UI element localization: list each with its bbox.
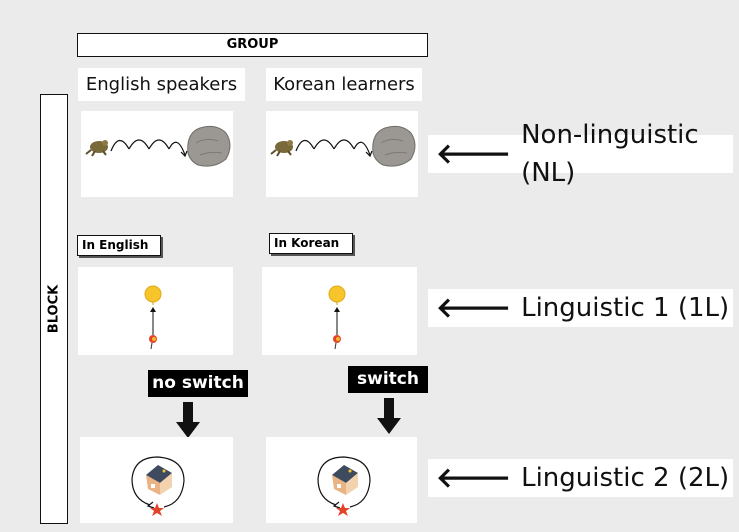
l1-panel-korean (262, 267, 417, 355)
house-circle-scene (131, 456, 185, 516)
column-header-english-speakers: English speakers (78, 68, 245, 101)
frog-icon (270, 140, 293, 157)
trajectory-arrow-icon (150, 307, 156, 335)
condition-label-2l: 🡐 Linguistic 2 (2L) (428, 459, 733, 497)
balloon-scene (328, 285, 346, 350)
down-arrow-icon (176, 402, 200, 438)
down-arrow-icon (377, 398, 401, 434)
condition-text-nl: Non-linguistic (NL) (521, 120, 699, 188)
block-axis: BLOCK (40, 94, 68, 524)
frog-icon (85, 140, 108, 157)
trajectory-arrow-icon (131, 456, 185, 509)
balloon-icon (328, 285, 346, 305)
no-switch-tag: no switch (148, 370, 248, 397)
house-circle-scene (317, 456, 371, 516)
frog-rock-scene (85, 125, 231, 167)
group-header: GROUP (77, 33, 428, 57)
condition-label-nl: 🡐 Non-linguistic (NL) (428, 120, 733, 188)
nl-panel-korean (266, 111, 418, 197)
rock-icon (187, 125, 231, 167)
l1-panel-english (78, 267, 233, 355)
condition-text-2l: Linguistic 2 (2L) (521, 463, 730, 493)
balloon-origin-icon (333, 335, 341, 350)
l2-panel-english (80, 437, 233, 523)
group-label: GROUP (226, 37, 279, 52)
condition-label-1l: 🡐 Linguistic 1 (1L) (428, 289, 733, 327)
switch-tag: switch (348, 366, 428, 393)
left-arrow-icon: 🡐 (436, 291, 512, 324)
star-icon (150, 503, 164, 516)
trajectory-arrow-icon (334, 307, 340, 335)
block-label: BLOCK (46, 284, 62, 334)
condition-text-1l: Linguistic 1 (1L) (521, 293, 730, 323)
language-tag-korean: In Korean (269, 233, 353, 254)
balloon-origin-icon (149, 335, 157, 350)
trajectory-arrow-icon (295, 139, 373, 158)
rock-icon (372, 125, 416, 167)
l2-panel-korean (266, 437, 417, 523)
language-tag-english: In English (77, 235, 161, 256)
trajectory-arrow-icon (110, 139, 188, 158)
balloon-icon (144, 285, 162, 305)
balloon-scene (144, 285, 162, 350)
frog-rock-scene (270, 125, 416, 167)
house-icon (332, 465, 358, 495)
trajectory-arrow-icon (317, 456, 371, 509)
left-arrow-icon: 🡐 (436, 461, 512, 494)
left-arrow-icon: 🡐 (436, 137, 512, 170)
house-icon (146, 465, 172, 495)
column-header-korean-learners: Korean learners (266, 68, 422, 101)
star-icon (336, 503, 350, 516)
nl-panel-english (81, 111, 233, 197)
